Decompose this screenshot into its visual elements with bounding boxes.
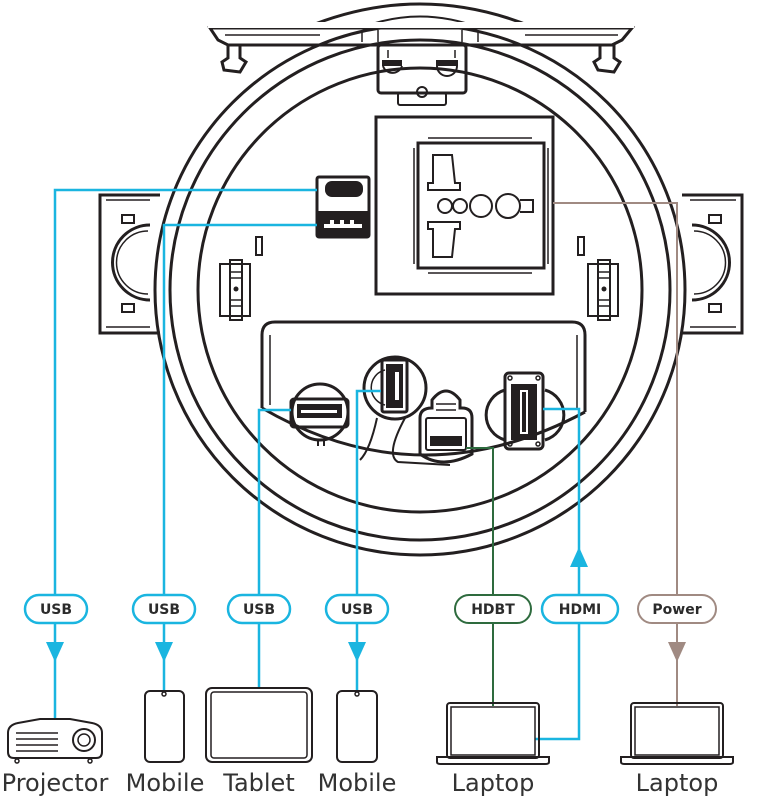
svg-text:USB: USB [40, 602, 72, 618]
rj45-hdbaset-port [418, 389, 474, 464]
screw-mount-right [577, 236, 619, 321]
face-plate [196, 66, 644, 514]
arrow-down-icon [46, 642, 64, 662]
svg-text:USB: USB [148, 602, 180, 618]
cable-usb-c-to-projector [53, 188, 317, 595]
device-projector: Projector [2, 718, 109, 797]
svg-text:Mobile: Mobile [126, 769, 205, 797]
side-clamp-right [682, 193, 744, 335]
device-mobile-1: Mobile [126, 690, 205, 797]
label-power: Power [637, 594, 717, 624]
arrow-up-icon [570, 547, 588, 567]
outer-ring-inner [168, 38, 672, 542]
cable-usb-a-left-to-tablet [257, 408, 291, 595]
cable-usb-a-top-to-mobile [162, 223, 317, 595]
device-laptop-1: Laptop [436, 702, 550, 797]
label-usb-mobile-1: USB [131, 593, 197, 625]
device-laptop-2: Laptop [620, 702, 734, 797]
mobile-phone-icon [336, 690, 378, 763]
laptop-icon [436, 702, 550, 765]
svg-text:Laptop: Laptop [636, 769, 719, 797]
usb-a-port-center [359, 355, 451, 466]
outlet-slot-top [427, 154, 461, 191]
mobile-phone-icon [144, 690, 185, 763]
usb-a-port-left [289, 382, 350, 446]
label-usb-tablet: USB [226, 593, 292, 625]
cable-power-to-laptop [553, 202, 678, 595]
universal-power-outlet [374, 115, 555, 296]
hinge-latch [376, 43, 468, 106]
arrow-down-icon [155, 642, 173, 662]
connection-labels: USB USB USB USB HDBT HDMI Power [23, 593, 717, 625]
outlet-pin-holes [437, 193, 534, 219]
label-usb-mobile-2: USB [324, 593, 390, 625]
svg-text:USB: USB [341, 602, 373, 618]
hdmi-port [484, 371, 566, 451]
screw-mount-left [219, 236, 263, 321]
arrow-down-icon [348, 642, 366, 662]
svg-text:HDBT: HDBT [471, 602, 515, 618]
svg-text:Tablet: Tablet [222, 769, 294, 797]
svg-text:Laptop: Laptop [452, 769, 535, 797]
tablet-icon [205, 687, 313, 763]
svg-text:HDMI: HDMI [559, 602, 601, 618]
side-clamp-left [98, 193, 160, 335]
cable-hdmi-to-laptop [543, 407, 581, 595]
usb-module-top [315, 175, 371, 239]
device-mobile-2: Mobile [318, 690, 397, 797]
device-tablet: Tablet [205, 687, 313, 797]
usb-c-port-icon [325, 181, 363, 197]
lid-hinge-rail [207, 26, 636, 74]
lid-hinge-arch [304, 2, 536, 30]
svg-text:Power: Power [652, 602, 701, 618]
svg-text:Mobile: Mobile [318, 769, 397, 797]
cable-lines [46, 188, 686, 741]
floor-box [153, 2, 687, 557]
svg-text:Projector: Projector [2, 769, 109, 797]
cable-rj45-to-laptop [466, 447, 494, 595]
outlet-slot-bottom [427, 221, 461, 258]
label-usb-projector: USB [23, 593, 89, 625]
cable-usb-a-center-to-mobile [355, 389, 381, 595]
arrow-down-icon [668, 642, 686, 662]
projector-icon [7, 718, 103, 764]
laptop-icon [620, 702, 734, 765]
connector-bay [260, 320, 587, 466]
svg-text:USB: USB [243, 602, 275, 618]
label-hdmi: HDMI [540, 593, 620, 625]
label-hdbt: HDBT [454, 594, 532, 624]
